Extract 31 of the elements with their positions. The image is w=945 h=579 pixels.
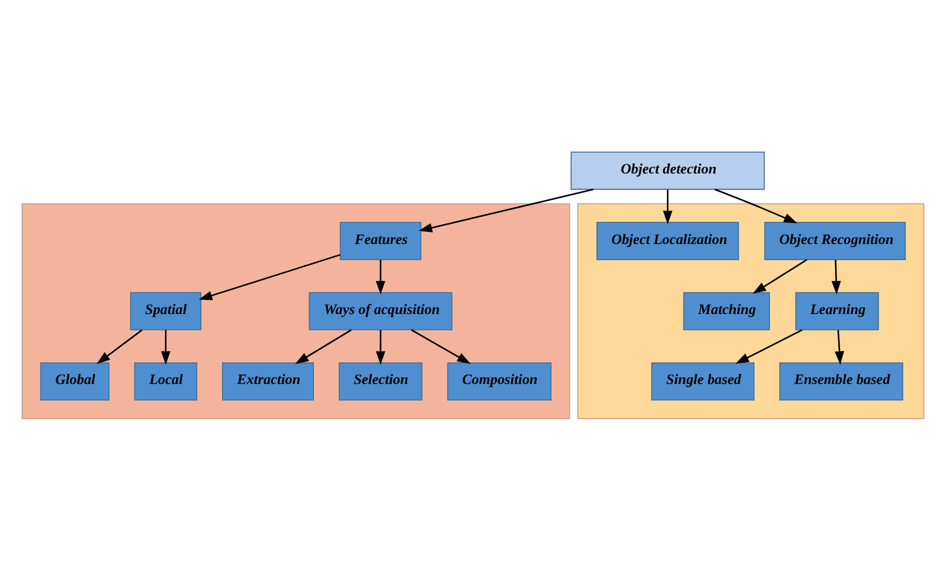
cluster [21,203,570,420]
node-box: Ways of acquisition [308,292,452,330]
node-box: Object Localization [596,222,738,260]
node-box: Single based [650,362,754,401]
node-box: Ensemble based [778,362,903,401]
arrow [734,329,802,364]
arrow [831,260,840,294]
arrow [418,188,594,232]
cluster [576,203,924,420]
node-box: Matching [682,292,770,330]
arrow [160,330,170,365]
node-box: Extraction [222,362,314,401]
arrow [752,259,807,294]
arrow [198,254,340,300]
arrow [375,330,385,365]
arrow [294,329,352,364]
node-box: Composition [446,362,551,401]
arrow [714,188,797,224]
node-box: Learning [794,292,878,330]
node-box: Features [339,222,421,260]
node-box: Spatial [130,292,201,330]
node-box: Object Recognition [764,222,906,260]
node-box: Global [40,362,109,401]
arrow [834,330,844,365]
arrow [662,190,672,224]
node-box: Local [134,362,197,401]
node-box: Selection [338,362,422,401]
arrow [96,330,142,364]
node-box: Object detection [570,152,764,190]
arrow [410,329,470,364]
arrow [375,260,385,294]
